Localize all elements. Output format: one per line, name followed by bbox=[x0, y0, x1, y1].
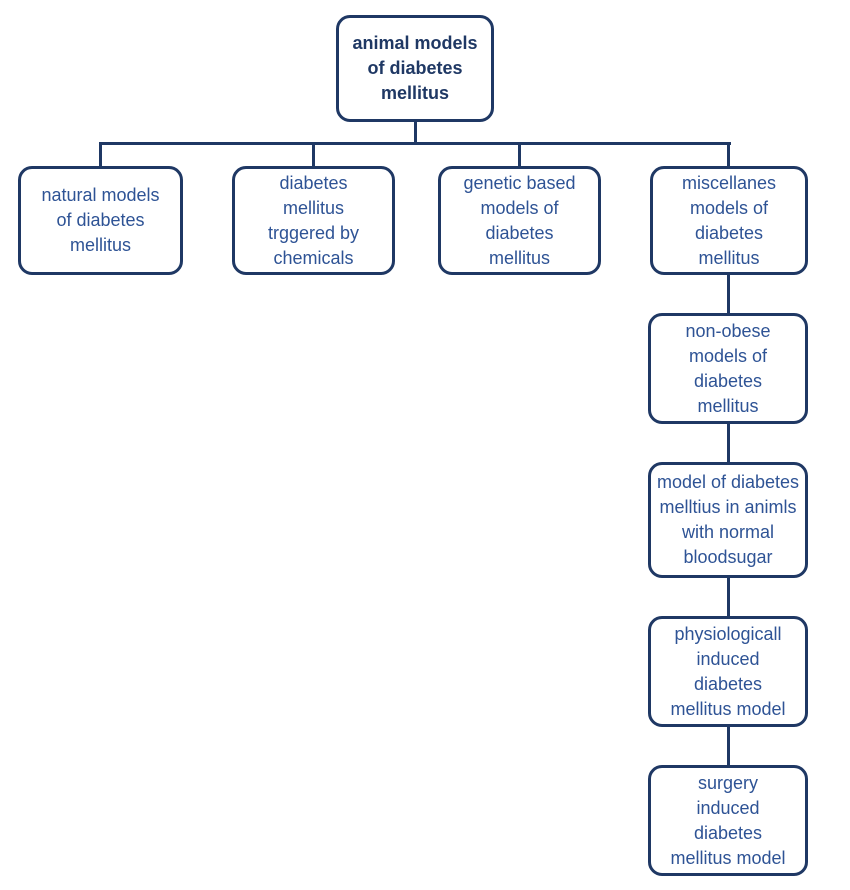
connector-drop-natural bbox=[99, 142, 102, 166]
node-chemical-triggered: diabetes mellitus trggered by chemicals bbox=[232, 166, 395, 275]
node-physiological-induced: physiologicall induced diabetes mellitus… bbox=[648, 616, 808, 727]
node-surgery-induced: surgery induced diabetes mellitus model bbox=[648, 765, 808, 876]
node-natural-models: natural models of diabetes mellitus bbox=[18, 166, 183, 275]
node-label: physiologicall induced diabetes mellitus… bbox=[670, 623, 786, 719]
node-label: model of diabetes melltius in animls wit… bbox=[656, 472, 800, 567]
connector-normal-to-physiological bbox=[727, 578, 730, 616]
node-normal-bloodsugar: model of diabetes melltius in animls wit… bbox=[648, 462, 808, 578]
node-animal-models-root: animal models of diabetes mellitus bbox=[336, 15, 494, 122]
node-label: animal models of diabetes mellitus bbox=[352, 33, 478, 103]
node-label: diabetes mellitus trggered by chemicals bbox=[267, 172, 360, 268]
node-genetic-based: genetic based models of diabetes mellitu… bbox=[438, 166, 601, 275]
node-label: genetic based models of diabetes mellitu… bbox=[463, 172, 576, 268]
connector-drop-miscellaneous bbox=[727, 142, 730, 166]
connector-drop-genetic bbox=[518, 142, 521, 166]
node-miscellaneous: miscellanes models of diabetes mellitus bbox=[650, 166, 808, 275]
connector-nonobese-to-normal bbox=[727, 424, 730, 462]
connector-misc-to-nonobese bbox=[727, 275, 730, 313]
node-label: miscellanes models of diabetes mellitus bbox=[681, 172, 777, 268]
node-label: non-obese models of diabetes mellitus bbox=[685, 320, 771, 416]
connector-root-drop bbox=[414, 122, 417, 143]
connector-drop-chemicals bbox=[312, 142, 315, 166]
node-non-obese: non-obese models of diabetes mellitus bbox=[648, 313, 808, 424]
node-label: natural models of diabetes mellitus bbox=[41, 185, 160, 255]
connector-physiological-to-surgery bbox=[727, 727, 730, 765]
node-label: surgery induced diabetes mellitus model bbox=[670, 772, 786, 868]
connector-horizontal-bus bbox=[99, 142, 731, 145]
